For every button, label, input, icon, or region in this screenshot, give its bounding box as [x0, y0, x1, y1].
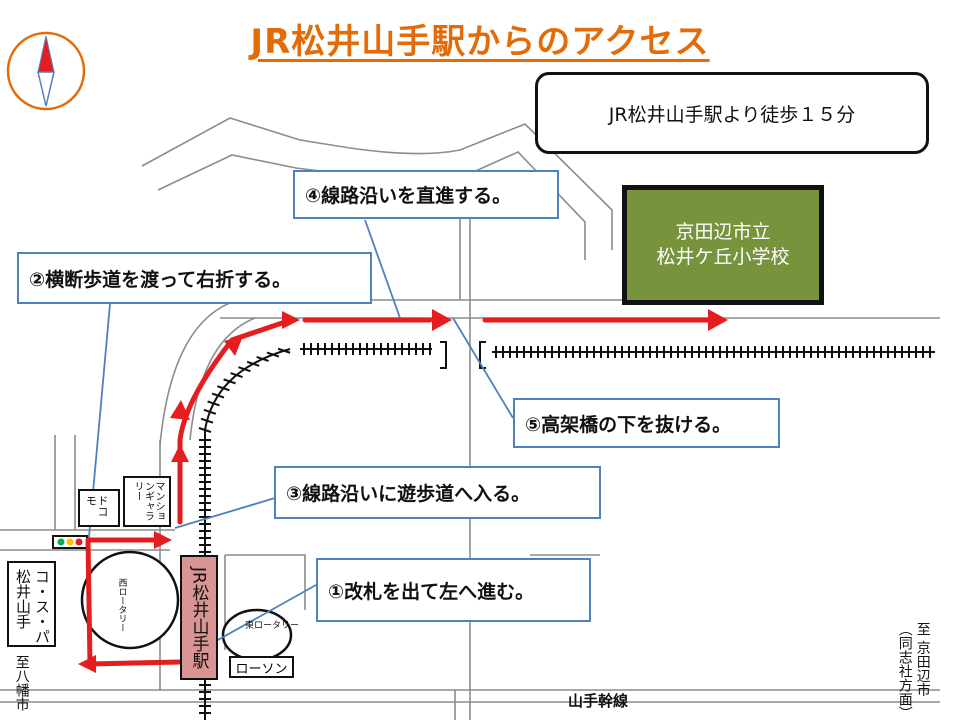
- compass-icon: [6, 31, 86, 111]
- school-name-line2: 松井ケ丘小学校: [656, 246, 790, 268]
- station-label: JR松井山手駅: [188, 566, 209, 669]
- walking-time-box: JR松井山手駅より徒歩１５分: [535, 72, 929, 154]
- direction-kyotanabe-2: （同志社方面）: [896, 622, 913, 720]
- railway-line-label: 山手幹線: [568, 692, 629, 710]
- step-4-text: ④線路沿いを直進する。: [305, 185, 512, 207]
- cospa-label-1: コ・ス・パ: [33, 569, 51, 644]
- destination-school: 京田辺市立 松井ケ丘小学校: [622, 185, 824, 305]
- west-rotary-map: [80, 550, 180, 650]
- step-5-callout: ⑤高架橋の下を抜ける。: [513, 398, 780, 448]
- direction-kyotanabe-1: 至 京田辺市: [914, 622, 931, 697]
- mansion-gallery: マンションギャラリー: [123, 476, 171, 527]
- step-4-callout: ④線路沿いを直進する。: [293, 170, 559, 219]
- walking-time-text: JR松井山手駅より徒歩１５分: [608, 103, 856, 126]
- school-name-line1: 京田辺市立: [675, 221, 771, 244]
- route-arrowheads: [78, 309, 728, 673]
- mansion-gallery-label: マンションギャラリー: [132, 481, 164, 521]
- east-rotary-label: 東ロータリー: [245, 621, 300, 631]
- step-1-callout: ①改札を出て左へ進む。: [316, 558, 591, 622]
- step-1-text: ①改札を出て左へ進む。: [328, 580, 535, 603]
- docomo-shop: ドコモ: [78, 489, 120, 527]
- station-building: JR松井山手駅: [180, 555, 218, 680]
- step-2-callout: ②横断歩道を渡って右折する。: [17, 252, 372, 304]
- callout-pointers: [87, 219, 514, 651]
- page-title: JR松井山手駅からのアクセス: [250, 22, 710, 62]
- docomo-label: ドコモ: [84, 495, 109, 517]
- step-3-text: ③線路沿いに遊歩道へ入る。: [286, 483, 531, 505]
- lawson-label: ローソン: [235, 661, 288, 677]
- lawson-store: ローソン: [229, 656, 294, 678]
- step-3-callout: ③線路沿いに遊歩道へ入る。: [274, 466, 601, 519]
- west-rotary-label: 西ロータリー: [116, 578, 127, 632]
- cospa-building: コ・ス・パ 松井山手: [7, 561, 56, 647]
- direction-yawata: 至八幡市: [13, 655, 30, 711]
- traffic-signal-icon: [52, 535, 88, 549]
- step-5-text: ⑤高架橋の下を抜ける。: [525, 413, 732, 436]
- cospa-label-2: 松井山手: [14, 569, 32, 629]
- step-2-text: ②横断歩道を渡って右折する。: [29, 268, 292, 291]
